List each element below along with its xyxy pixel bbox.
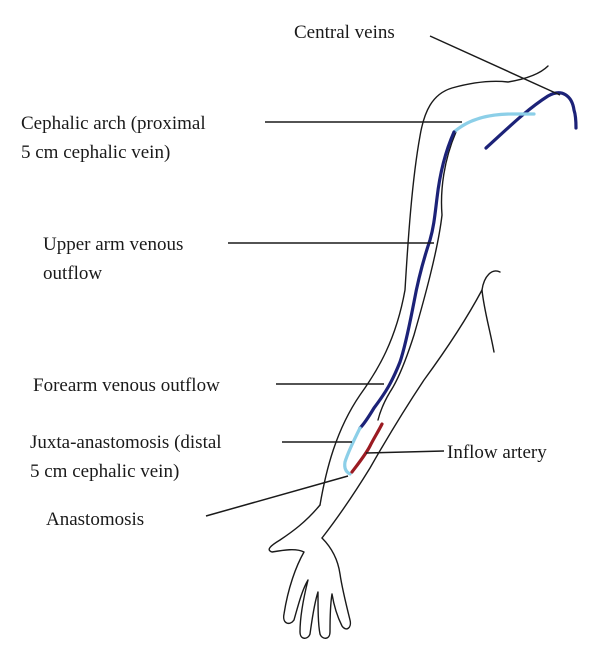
juxta-anastomosis-vessel [343,426,362,476]
inflow-artery-leader [365,450,445,454]
inflow-artery-vessel [350,422,384,474]
text-labels: Central veins Cephalic arch (proximal 5 … [21,22,547,530]
juxta-anastomosis-label-line2: 5 cm cephalic vein) [30,461,179,482]
central-vein-curve [484,91,578,150]
central-veins-label: Central veins [294,22,395,43]
forearm-label: Forearm venous outflow [33,375,220,396]
leader-lines [205,35,561,517]
arm-outline [268,65,549,639]
torso-side-outline [481,270,501,353]
cephalic-arch-label-line2: 5 cm cephalic vein) [21,142,170,163]
arm-inner-outline [377,131,457,421]
anastomosis-label: Anastomosis [46,509,144,530]
central-veins-leader [429,35,561,96]
cephalic-arch-label-line1: Cephalic arch (proximal [21,113,206,134]
upper-arm-cephalic-vein [358,130,456,430]
vessels [343,91,578,476]
upper-arm-label-line2: outflow [43,263,102,284]
forearm-lower-outline [321,289,483,539]
hand-outline [268,504,352,639]
cephalic-arch-vessel [452,112,536,134]
inflow-artery-label: Inflow artery [447,442,547,463]
juxta-anastomosis-label-line1: Juxta-anastomosis (distal [30,432,222,453]
anastomosis-leader [205,475,349,517]
shoulder-top-outline [319,65,549,506]
upper-arm-label-line1: Upper arm venous [43,234,183,255]
